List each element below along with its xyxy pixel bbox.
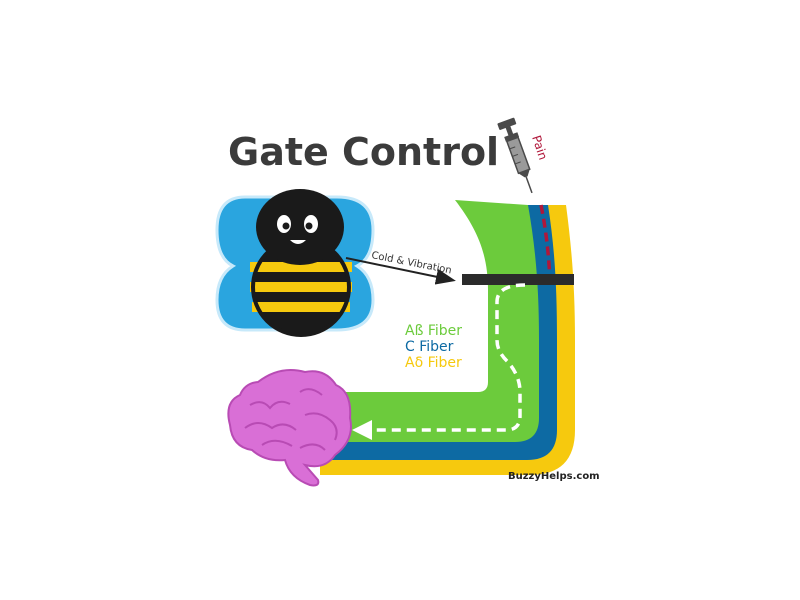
gate-signal-path [352, 283, 526, 440]
fiber-label-a-delta: Aδ Fiber [405, 355, 462, 371]
syringe-icon [497, 117, 533, 194]
bee-head [256, 189, 344, 265]
cold-vibration-arrow [345, 257, 456, 285]
credit-text: BuzzyHelps.com [508, 471, 600, 482]
fiber-legend: Aß Fiber C Fiber Aδ Fiber [405, 323, 462, 371]
gate-signal-arrowhead [352, 420, 372, 440]
pain-label: Pain [529, 134, 550, 162]
fiber-label-a-beta: Aß Fiber [405, 323, 462, 339]
bee-icon [215, 189, 375, 337]
bee-smile [290, 240, 306, 244]
fiber-label-c: C Fiber [405, 339, 454, 355]
diagram-title: Gate Control [228, 130, 499, 174]
gate-bar [462, 274, 574, 285]
brain-icon [227, 369, 352, 487]
